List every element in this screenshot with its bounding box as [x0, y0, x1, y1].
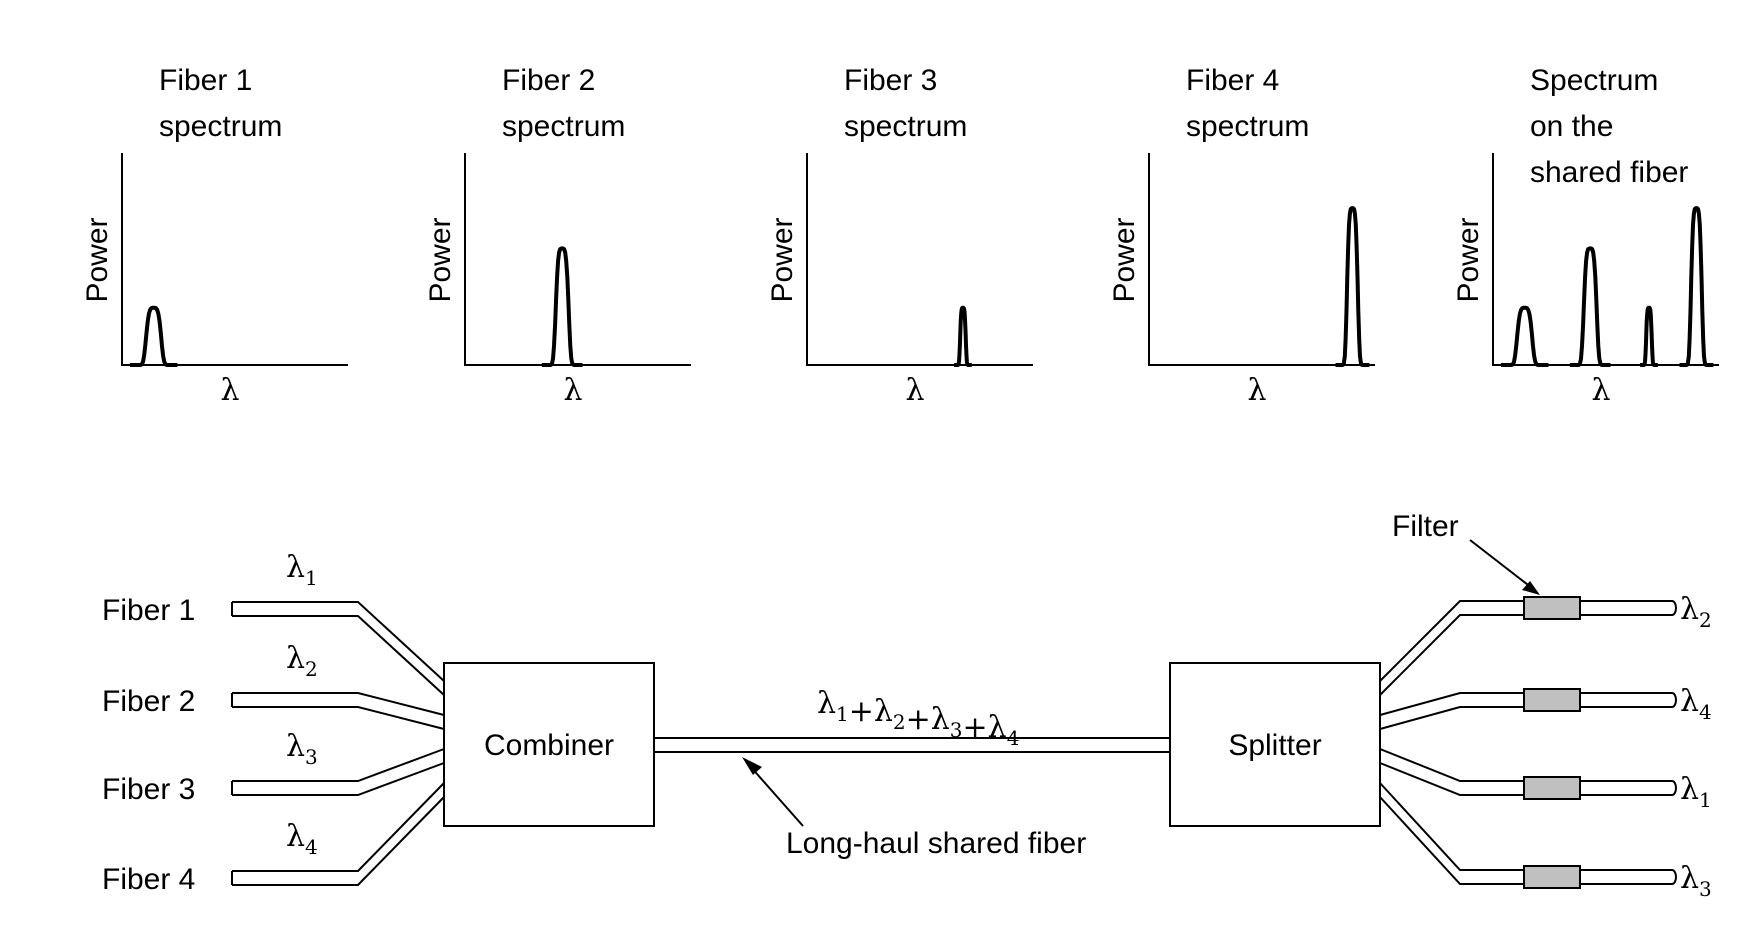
spectrum-x-label: λ	[563, 373, 582, 408]
spectrum-title-line: Spectrum	[1530, 64, 1658, 97]
spectrum-peak	[1638, 305, 1660, 367]
input-wavelength-label: λ4	[286, 819, 318, 859]
spectrum-title-line: spectrum	[159, 110, 282, 143]
spectrum-y-label: Power	[1108, 217, 1141, 302]
spectrum-x-label: λ	[905, 373, 924, 408]
filter-arrow	[1469, 539, 1540, 595]
output-fiber-2: λ4	[1379, 684, 1712, 730]
input-fiber-label: Fiber 2	[102, 685, 195, 718]
input-fiber-label: Fiber 4	[102, 863, 195, 896]
spectrum-x-label: λ	[1247, 373, 1266, 408]
spectrum-axes	[806, 153, 1033, 366]
input-wavelength-label: λ2	[286, 641, 318, 681]
splitter-box	[1169, 662, 1381, 827]
spectrum-peak	[540, 246, 584, 367]
spectrum-title-line: on the	[1530, 110, 1613, 143]
spectrum-title-line: spectrum	[844, 110, 967, 143]
input-wavelength-label: λ3	[286, 729, 318, 769]
spectrum-title-line: Fiber 1	[159, 64, 252, 97]
input-fiber-3: Fiber 3 λ3	[102, 729, 445, 806]
spectrum-peak	[1500, 305, 1550, 367]
spectrum-peak	[1568, 246, 1612, 367]
spectrum-title-line: Fiber 2	[502, 64, 595, 97]
filter-block	[1523, 596, 1581, 620]
output-fiber-4: λ3	[1379, 782, 1712, 901]
spectrum-y-label: Power	[424, 217, 457, 302]
spectrum-y-label: Power	[81, 217, 114, 302]
filter-block	[1523, 865, 1581, 889]
filter-label: Filter	[1392, 510, 1459, 543]
splitter-label: Splitter	[1228, 729, 1321, 762]
input-fiber-label: Fiber 1	[102, 594, 195, 627]
output-wavelength-label: λ1	[1680, 772, 1712, 812]
shared-fiber-wavelength-sum: λ1+λ2+λ3+λ4	[817, 686, 1019, 750]
spectrum-axes	[121, 153, 348, 366]
spectrum-axes	[464, 153, 691, 366]
filter-block	[1523, 776, 1581, 800]
shared-fiber	[654, 737, 1170, 753]
spectrum-axes	[1148, 153, 1375, 366]
shared-fiber-caption: Long-haul shared fiber	[786, 827, 1086, 860]
output-wavelength-label: λ2	[1680, 592, 1712, 632]
output-fiber-1: λ2	[1379, 592, 1712, 696]
spectrum-peak	[1678, 206, 1715, 367]
input-fiber-2: Fiber 2 λ2	[102, 641, 445, 730]
input-fiber-4: Fiber 4 λ4	[102, 782, 445, 896]
combiner-label: Combiner	[484, 729, 614, 762]
input-fiber-label: Fiber 3	[102, 773, 195, 806]
spectrum-y-label: Power	[1452, 217, 1485, 302]
spectrum-x-label: λ	[1591, 373, 1610, 408]
input-fiber-1: Fiber 1 λ1	[102, 550, 445, 696]
spectrum-title-line: spectrum	[502, 110, 625, 143]
shared-fiber-arrow	[742, 757, 804, 827]
spectrum-peak	[1334, 206, 1371, 367]
combiner-box	[443, 662, 655, 827]
input-wavelength-label: λ1	[286, 550, 318, 590]
spectrum-y-label: Power	[766, 217, 799, 302]
output-wavelength-label: λ3	[1680, 861, 1712, 901]
spectrum-peak	[952, 305, 974, 367]
spectrum-title-line: spectrum	[1186, 110, 1309, 143]
filter-block	[1523, 688, 1581, 712]
spectrum-title-line: shared fiber	[1530, 156, 1688, 189]
output-fiber-3: λ1	[1379, 748, 1712, 812]
output-fibers: λ2 λ4 λ1 λ3	[1379, 592, 1712, 901]
spectrum-x-label: λ	[220, 373, 239, 408]
spectrum-title-line: Fiber 3	[844, 64, 937, 97]
spectrum-peak	[129, 305, 179, 367]
spectrum-title-line: Fiber 4	[1186, 64, 1279, 97]
output-wavelength-label: λ4	[1680, 684, 1712, 724]
